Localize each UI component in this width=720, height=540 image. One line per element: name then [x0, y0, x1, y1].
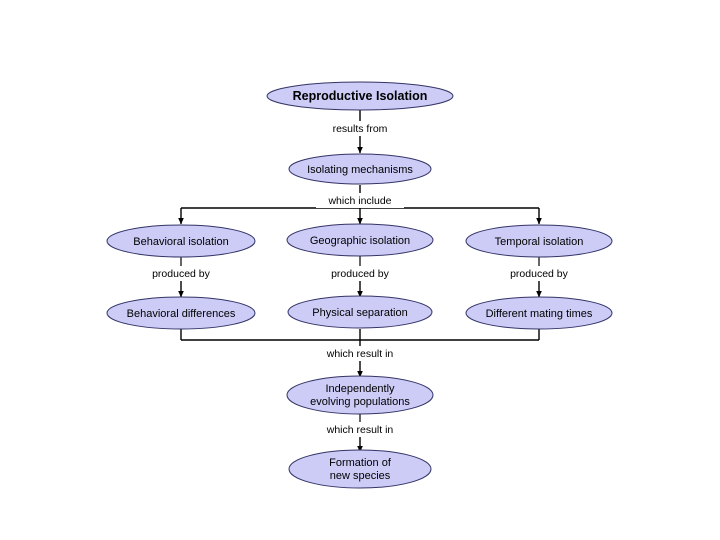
- edge-label-bg-results-from: [316, 121, 404, 136]
- node-independently-evolving-populations[interactable]: [286, 375, 434, 415]
- edge-label-results-from: results from: [333, 123, 388, 135]
- node-physical-separation[interactable]: [287, 295, 433, 329]
- node-label-isolating-mechanisms: Isolating mechanisms: [307, 164, 413, 176]
- node-label-reproductive-isolation: Reproductive Isolation: [293, 89, 428, 103]
- node-label-independently-evolving-populations-line1: Independently: [325, 383, 395, 395]
- edge-label-produced-by-left: produced by: [152, 268, 211, 280]
- node-label-behavioral-differences: Behavioral differences: [127, 308, 236, 320]
- node-label-geographic-isolation: Geographic isolation: [310, 235, 410, 247]
- node-label-behavioral-isolation: Behavioral isolation: [133, 236, 228, 248]
- node-behavioral-differences[interactable]: [106, 296, 256, 330]
- edge-label-bg-produced-by-left: [140, 266, 222, 281]
- node-label-temporal-isolation: Temporal isolation: [495, 236, 584, 248]
- node-reproductive-isolation[interactable]: [266, 81, 454, 111]
- node-label-different-mating-times: Different mating times: [486, 308, 593, 320]
- node-geographic-isolation[interactable]: [286, 223, 434, 257]
- edge-label-produced-by-middle: produced by: [331, 268, 390, 280]
- node-label-physical-separation: Physical separation: [312, 307, 407, 319]
- edge-label-which-result-in-1: which result in: [326, 348, 394, 360]
- edge-label-bg-which-include: [316, 193, 404, 208]
- edge-label-which-include: which include: [327, 195, 391, 207]
- node-temporal-isolation[interactable]: [465, 224, 613, 258]
- edge-label-which-result-in-2: which result in: [326, 424, 394, 436]
- node-label-formation-of-new-species-line1: Formation of: [329, 457, 392, 469]
- edge-label-produced-by-right: produced by: [510, 268, 569, 280]
- node-different-mating-times[interactable]: [465, 296, 613, 330]
- edge-label-bg-which-result-in-2: [313, 422, 407, 437]
- edge-label-bg-produced-by-right: [498, 266, 580, 281]
- node-behavioral-isolation[interactable]: [106, 224, 256, 258]
- node-label-formation-of-new-species-line2: new species: [330, 470, 391, 482]
- edge-label-bg-which-result-in-1: [313, 346, 407, 361]
- node-formation-of-new-species[interactable]: [288, 449, 432, 489]
- node-isolating-mechanisms[interactable]: [288, 153, 432, 185]
- node-label-independently-evolving-populations-line2: evolving populations: [310, 396, 410, 408]
- edge-label-bg-produced-by-middle: [319, 266, 401, 281]
